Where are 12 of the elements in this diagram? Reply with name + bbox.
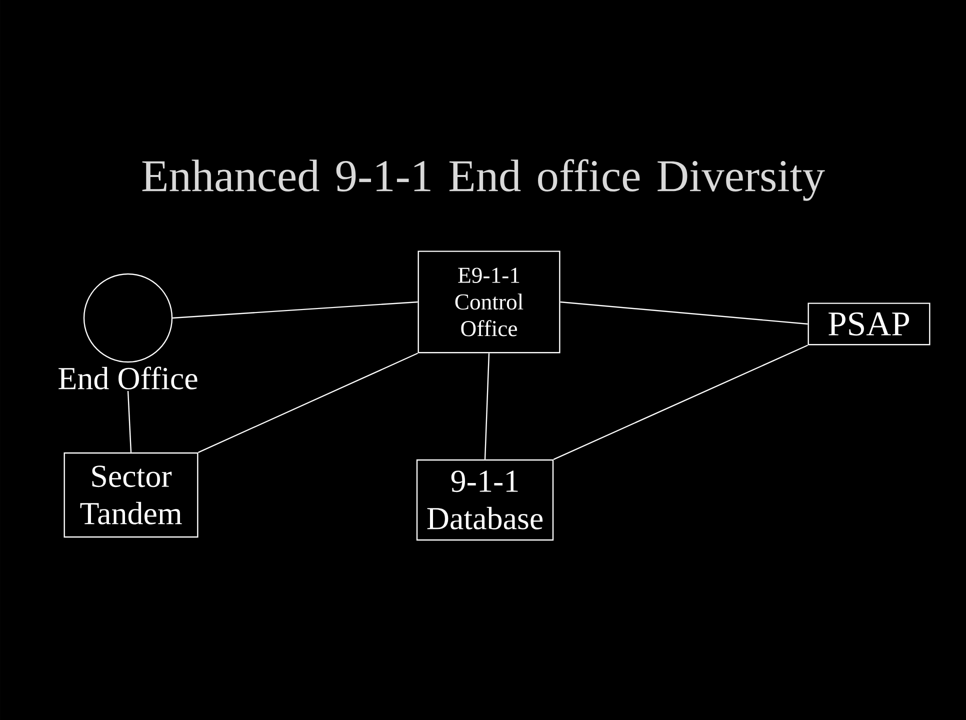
connector-line	[553, 344, 808, 460]
connector-line	[560, 301, 808, 325]
connector-line	[198, 352, 418, 453]
office-box: Sector Tandem	[64, 452, 198, 538]
office-box: PSAP	[808, 302, 930, 346]
connector-line	[484, 353, 490, 460]
title: Enhanced 9-1-1 End office Diversity	[142, 159, 825, 201]
office-box: E9-1-1 Control Office	[418, 250, 560, 354]
connector-line	[127, 390, 132, 452]
office-box: 9-1-1 Database	[416, 459, 554, 541]
node-label: End Office	[58, 366, 198, 390]
connector-line	[172, 301, 418, 319]
